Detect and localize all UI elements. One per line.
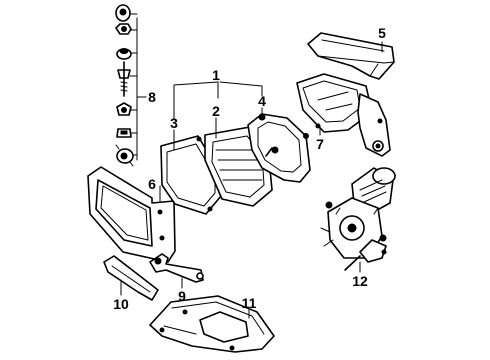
- callout-6: 6: [148, 176, 156, 192]
- callout-3: 3: [170, 115, 178, 131]
- part-12-motor: [320, 167, 396, 271]
- part-8-fasteners: [115, 4, 147, 167]
- callout-2: 2: [212, 103, 220, 119]
- leader-lines: [120, 41, 383, 319]
- part-11-lower-panel: [149, 295, 275, 353]
- callout-labels: 1 2 3 4 5 6 7 8 9 10 11 12: [113, 25, 386, 312]
- part-6-bezel: [87, 166, 176, 263]
- callout-12: 12: [352, 273, 368, 289]
- callout-8: 8: [148, 89, 156, 105]
- callout-9: 9: [178, 288, 186, 304]
- callout-11: 11: [242, 295, 257, 311]
- callout-4: 4: [258, 93, 266, 109]
- part-7-housing: [296, 73, 391, 157]
- callout-5: 5: [378, 25, 386, 41]
- part-5-cover: [307, 32, 395, 80]
- part-10-filler: [103, 255, 159, 301]
- callout-1: 1: [212, 67, 220, 83]
- callout-7: 7: [316, 136, 324, 152]
- part-9-link-rod: [149, 253, 204, 283]
- part-4-mounting-bracket: [247, 113, 311, 183]
- callout-10: 10: [113, 296, 129, 312]
